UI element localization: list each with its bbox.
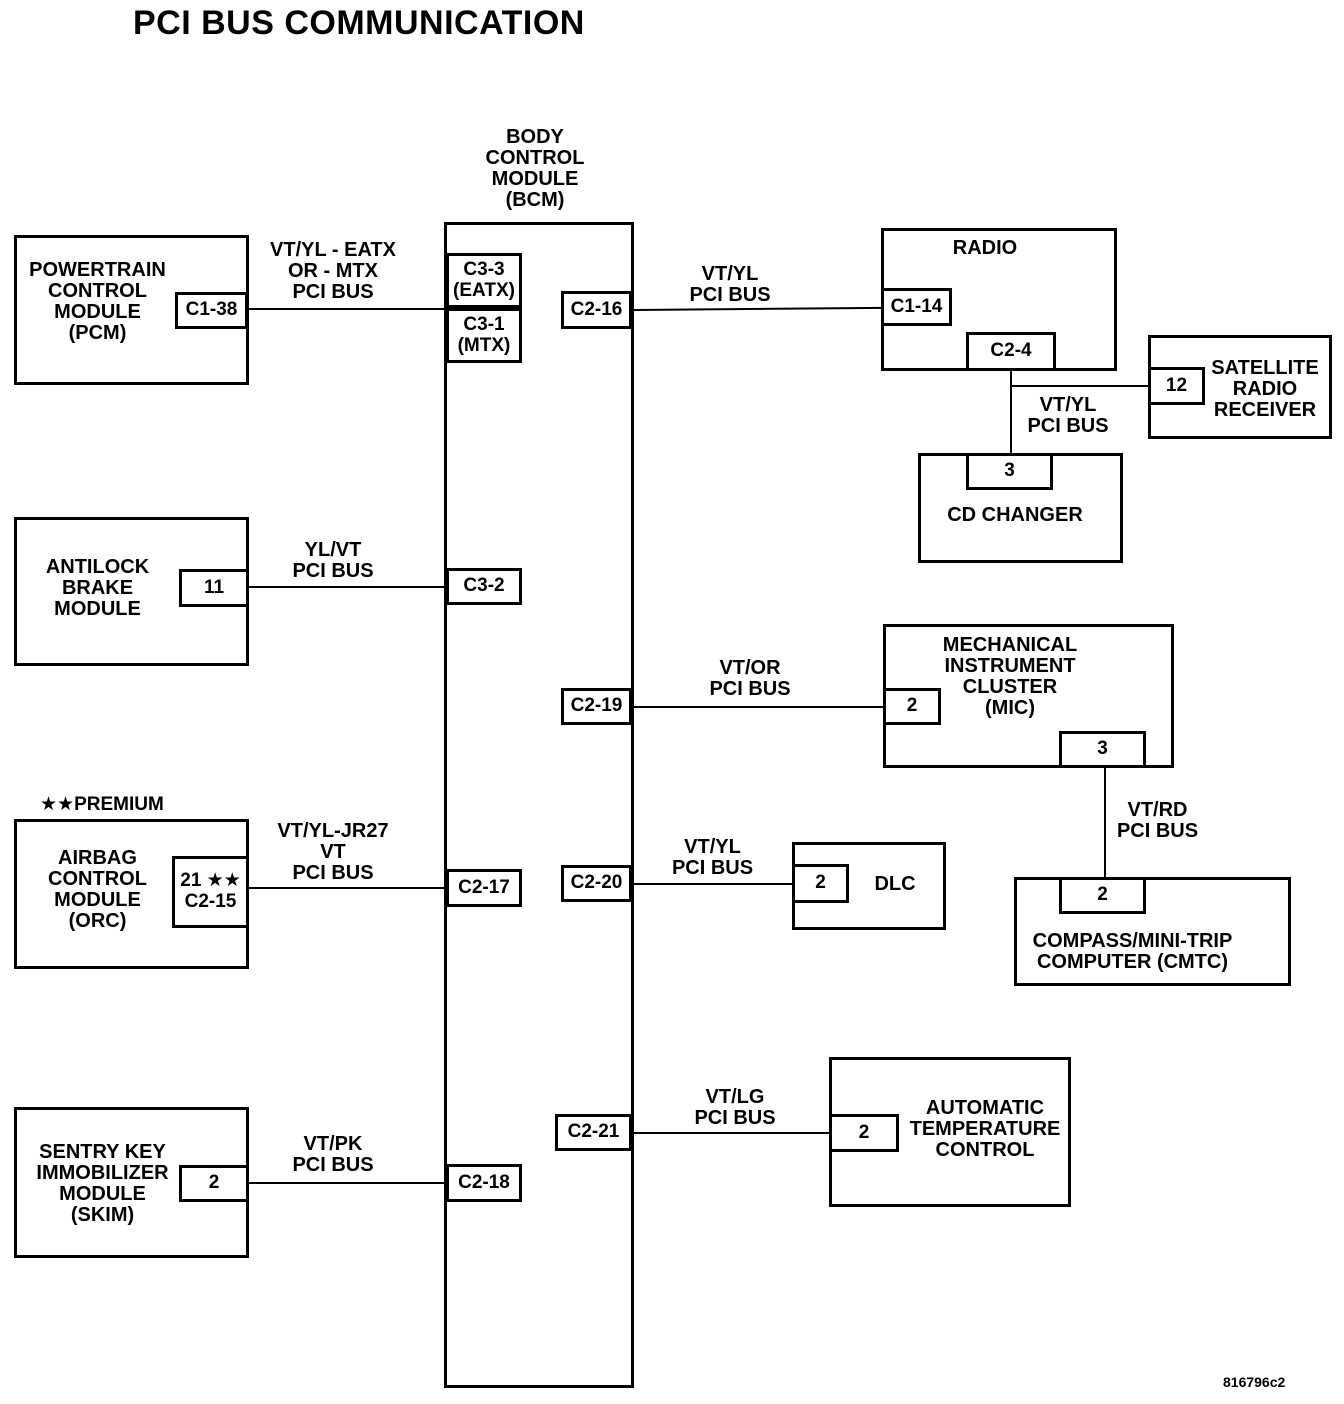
atc-wire-label: VT/LG PCI BUS [694,1086,776,1129]
radio-wire [631,306,882,311]
bcm-pin-c3-3: C3-3 (EATX) [446,253,522,308]
bcm-box [444,222,634,1388]
skim-wire-label: VT/PK PCI BUS [292,1133,374,1176]
atc-pin: 2 [829,1114,899,1152]
abs-wire [248,586,446,588]
mic-pin-3: 3 [1059,731,1146,768]
dlc-pin: 2 [792,864,849,903]
satellite-label: SATELLITE RADIO RECEIVER [1211,357,1319,421]
bcm-pin-c2-19: C2-19 [561,688,632,725]
cd-changer-pin: 3 [966,453,1053,490]
bcm-pin-c3-2: C3-2 [446,568,522,605]
dlc-label: DLC [874,873,916,895]
mic-wire-label: VT/OR PCI BUS [709,657,791,700]
premium-note: ★★PREMIUM [40,794,164,815]
pcm-label: POWERTRAIN CONTROL MODULE (PCM) [29,259,166,344]
bcm-pin-c2-18: C2-18 [446,1164,522,1202]
cmtc-wire-label: VT/RD PCI BUS [1116,799,1199,842]
mic-wire [632,706,884,708]
radio-label: RADIO [952,237,1018,259]
mic-cmtc-wire [1104,767,1106,879]
pcm-wire [248,308,446,310]
satellite-box [1148,335,1332,439]
abs-label: ANTILOCK BRAKE MODULE [45,556,150,620]
cmtc-pin: 2 [1059,877,1146,914]
cd-wire-label: VT/YL PCI BUS [1027,394,1109,437]
mic-label: MECHANICAL INSTRUMENT CLUSTER (MIC) [942,634,1078,719]
pcm-pin: C1-38 [175,292,248,329]
skim-pin: 2 [179,1165,249,1202]
pcm-wire-label: VT/YL - EATX OR - MTX PCI BUS [270,239,396,303]
satellite-pin: 12 [1148,367,1205,405]
radio-wire-label: VT/YL PCI BUS [689,263,771,306]
mic-pin-2: 2 [883,688,941,725]
atc-label: AUTOMATIC TEMPERATURE CONTROL [909,1097,1061,1161]
bcm-pin-c2-21: C2-21 [555,1114,632,1151]
diagram-title: PCI BUS COMMUNICATION [133,4,585,42]
airbag-wire [248,887,446,889]
abs-pin: 11 [179,569,249,607]
airbag-pin: 21 ★★ C2-15 [172,856,249,928]
radio-cd-wire [1010,370,1012,456]
airbag-label: AIRBAG CONTROL MODULE (ORC) [48,847,147,932]
radio-pin-c1-14: C1-14 [881,288,952,326]
skim-wire [248,1182,446,1184]
airbag-wire-label: VT/YL-JR27 VT PCI BUS [277,820,389,884]
bcm-pin-c2-17: C2-17 [446,869,522,907]
bcm-title: BODY CONTROL MODULE (BCM) [485,126,585,211]
bcm-pin-c2-16: C2-16 [561,291,632,329]
cmtc-label: COMPASS/MINI-TRIP COMPUTER (CMTC) [1032,930,1233,973]
atc-wire [632,1132,830,1134]
figure-ref: 816796c2 [1223,1374,1286,1390]
skim-label: SENTRY KEY IMMOBILIZER MODULE (SKIM) [36,1141,169,1226]
cd-changer-label: CD CHANGER [947,504,1083,526]
dlc-wire-label: VT/YL PCI BUS [671,836,754,879]
radio-satellite-wire [1010,385,1150,387]
bcm-pin-c3-1: C3-1 (MTX) [446,308,522,363]
bcm-pin-c2-20: C2-20 [561,865,632,902]
radio-pin-c2-4: C2-4 [966,332,1056,371]
abs-wire-label: YL/VT PCI BUS [292,539,374,582]
dlc-wire [632,883,793,885]
